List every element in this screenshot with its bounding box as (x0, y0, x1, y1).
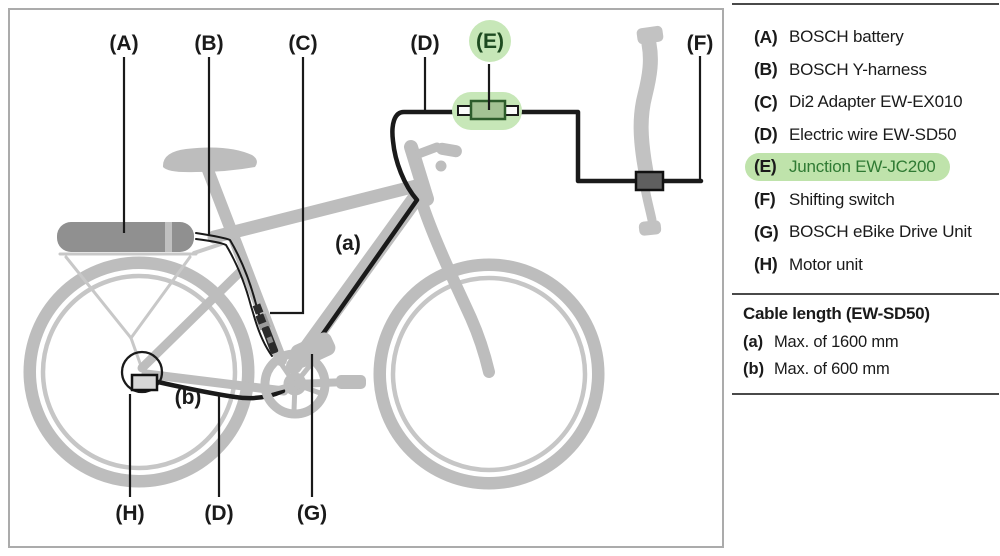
legend-item-electric-wire: (D) Electric wire EW-SD50 (731, 119, 1000, 152)
legend-key: (F) (754, 189, 776, 210)
legend-item-drive-unit: (G) BOSCH eBike Drive Unit (731, 216, 1000, 249)
label-C: (C) (288, 32, 317, 55)
label-A: (A) (109, 32, 138, 55)
label-E: (E) (476, 30, 504, 53)
legend-label: Junction EW-JC200 (789, 156, 936, 176)
y-harness-wire-tail (253, 315, 273, 357)
label-a: (a) (335, 232, 361, 255)
cable-length-block: Cable length (EW-SD50) (a) Max. of 1600 m… (743, 304, 996, 383)
label-E-highlight-circle (469, 20, 511, 62)
label-F: (F) (687, 32, 714, 55)
legend-label: Di2 Adapter EW-EX010 (789, 92, 963, 112)
legend-item-junction-highlighted: (E) Junction EW-JC200 (731, 151, 1000, 184)
cable-length-key: (a) (743, 333, 764, 351)
label-B: (B) (194, 32, 223, 55)
y-harness-wire-1 (195, 232, 261, 319)
legend-key: (D) (754, 124, 778, 145)
legend-key: (B) (754, 59, 778, 80)
cable-length-text: Max. of 1600 mm (774, 333, 899, 351)
handlebar-stem (408, 142, 462, 172)
legend-key: (H) (754, 254, 778, 275)
legend-key: (A) (754, 26, 778, 47)
seat-stay (137, 267, 245, 373)
pedal (336, 375, 366, 389)
rear-rack (58, 242, 223, 368)
label-b: (b) (175, 386, 202, 409)
di2-adapter (252, 303, 279, 354)
motor-unit-connector (130, 373, 159, 392)
legend-list: (A) BOSCH battery (B) BOSCH Y-harness (C) D… (731, 21, 1000, 281)
legend-mid-rule (732, 293, 999, 295)
diagram-labels: (A) (B) (C) (D) (E) (F) (H) (D) (G) (a) … (109, 30, 713, 525)
y-harness-wire-2 (195, 238, 255, 317)
cable-length-row-b: (b) Max. of 600 mm (743, 356, 996, 383)
label-D-bottom: (D) (204, 502, 233, 525)
label-D-top: (D) (410, 32, 439, 55)
legend-bottom-rule (732, 393, 999, 395)
cable-length-key: (b) (743, 360, 765, 378)
legend-item-y-harness: (B) BOSCH Y-harness (731, 54, 1000, 87)
cable-length-title: Cable length (EW-SD50) (743, 304, 930, 323)
label-H: (H) (115, 502, 144, 525)
legend-top-rule (732, 3, 999, 5)
legend-label: Shifting switch (789, 189, 895, 209)
legend-label: BOSCH eBike Drive Unit (789, 222, 972, 242)
battery (57, 222, 194, 252)
crankset (260, 349, 366, 419)
legend-key: (E) (754, 156, 777, 177)
rear-wheel (23, 256, 255, 488)
legend-label: BOSCH battery (789, 27, 904, 47)
legend-key: (C) (754, 91, 778, 112)
legend-panel: (A) BOSCH battery (B) BOSCH Y-harness (C) D… (731, 0, 1000, 556)
legend-item-shifting-switch: (F) Shifting switch (731, 184, 1000, 217)
motor-hub-marker (120, 350, 164, 394)
label-G: (G) (297, 502, 327, 525)
legend-item-di2-adapter: (C) Di2 Adapter EW-EX010 (731, 86, 1000, 119)
cable-length-row-a: (a) Max. of 1600 mm (743, 329, 996, 356)
leader-lines (122, 56, 702, 497)
front-wheel (373, 258, 605, 490)
legend-item-motor-unit: (H) Motor unit (731, 249, 1000, 282)
shifting-switch-connector (634, 170, 665, 192)
legend-label: Electric wire EW-SD50 (789, 124, 957, 144)
top-tube (207, 179, 423, 244)
bike-wiring-diagram: (A) (B) (C) (D) (E) (F) (H) (D) (G) (a) … (8, 8, 724, 548)
legend-item-battery: (A) BOSCH battery (731, 21, 1000, 54)
leader-C (270, 57, 305, 315)
legend-highlight-pill: (E) Junction EW-JC200 (745, 153, 950, 182)
cable-length-text: Max. of 600 mm (774, 360, 890, 378)
legend-label: BOSCH Y-harness (789, 59, 927, 79)
fork (415, 194, 495, 378)
legend-label: Motor unit (789, 254, 863, 274)
legend-key: (G) (754, 221, 779, 242)
junction-ew-jc200 (452, 92, 522, 130)
